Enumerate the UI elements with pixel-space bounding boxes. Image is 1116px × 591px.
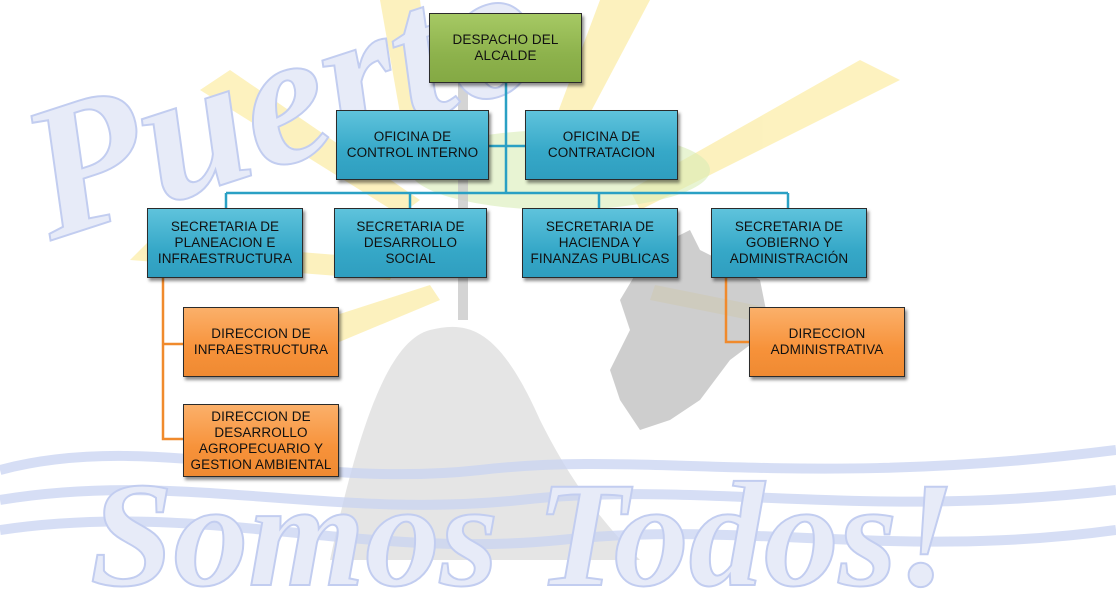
node-oficina-control-interno[interactable]: OFICINA DE CONTROL INTERNO [336,110,489,180]
node-despacho-alcalde[interactable]: DESPACHO DEL ALCALDE [429,13,582,83]
node-direccion-infraestructura[interactable]: DIRECCION DE INFRAESTRUCTURA [183,307,339,377]
node-secretaria-planeacion[interactable]: SECRETARIA DE PLANEACION E INFRAESTRUCTU… [147,208,303,278]
node-label: SECRETARIA DE PLANEACION E INFRAESTRUCTU… [157,219,293,266]
node-secretaria-gobierno[interactable]: SECRETARIA DE GOBIERNO Y ADMINISTRACIÓN [711,208,867,278]
node-label: DIRECCION DE INFRAESTRUCTURA [193,326,329,357]
node-label: DESPACHO DEL ALCALDE [452,32,559,63]
node-label: DIRECCION DE DESARROLLO AGROPECUARIO Y G… [190,408,332,472]
connector-gobierno-direction [724,276,749,344]
node-label: SECRETARIA DE GOBIERNO Y ADMINISTRACIÓN [729,219,849,266]
node-label: SECRETARIA DE DESARROLLO SOCIAL [356,219,465,266]
node-label: OFICINA DE CONTROL INTERNO [346,129,479,160]
node-secretaria-desarrollo-social[interactable]: SECRETARIA DE DESARROLLO SOCIAL [334,208,487,278]
node-direccion-desarrollo-agropecuario[interactable]: DIRECCION DE DESARROLLO AGROPECUARIO Y G… [183,404,339,477]
node-oficina-contratacion[interactable]: OFICINA DE CONTRATACION [525,110,678,180]
horse-rider [610,230,770,430]
node-label: OFICINA DE CONTRATACION [547,129,656,160]
node-label: SECRETARIA DE HACIENDA Y FINANZAS PUBLIC… [530,219,670,266]
node-label: DIRECCION ADMINISTRATIVA [770,326,884,357]
node-direccion-administrativa[interactable]: DIRECCION ADMINISTRATIVA [749,307,905,377]
connector-planeacion-directions [161,276,183,441]
node-secretaria-hacienda[interactable]: SECRETARIA DE HACIENDA Y FINANZAS PUBLIC… [522,208,678,278]
waves [0,445,1116,550]
